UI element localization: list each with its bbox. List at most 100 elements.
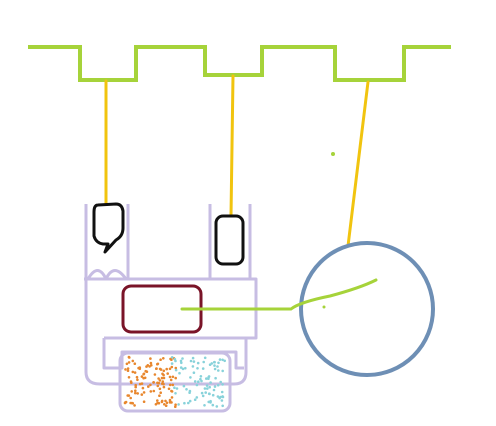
granule [163,403,166,406]
granule [184,366,187,370]
string-middle [229,74,235,218]
granule [142,400,146,404]
granule [162,357,165,360]
granule [160,376,164,380]
granule [147,385,150,388]
granule [127,361,131,364]
granule [218,358,222,361]
granule [188,391,191,395]
granule [129,396,132,400]
granule [167,387,171,391]
granule [168,375,172,379]
granule [189,376,192,379]
granule [191,365,195,368]
rod-speck [322,305,326,309]
granule [165,401,169,405]
granule [216,383,220,387]
granule [136,378,139,382]
rounded-weight-icon [214,214,245,266]
granule [162,369,166,373]
granule [155,367,158,370]
granule [188,399,192,403]
granule [218,396,221,400]
granule [187,401,190,405]
granule [181,357,184,360]
strings [104,74,370,248]
granule [220,399,224,402]
granule [133,404,136,407]
granule [221,383,224,386]
granule [129,401,132,405]
granule [159,358,162,362]
granule [178,371,181,375]
granule [168,401,172,404]
granule [205,377,208,380]
granule [214,376,217,380]
granule [181,367,185,371]
granule [221,395,224,398]
granule [213,385,217,388]
granule [140,393,144,396]
granule [142,391,146,394]
granule [157,381,161,385]
granule [170,356,174,359]
granule [199,375,203,378]
granule [195,383,199,387]
frame-outer-box [84,277,258,386]
granule [209,401,212,404]
granule [131,370,135,374]
granule [170,389,173,393]
stray-dot [331,152,335,156]
granule [173,386,176,390]
granule [126,367,130,370]
granule [162,385,166,389]
granule [196,367,199,370]
granule [152,389,156,393]
granule [164,404,168,408]
granule [169,357,172,361]
granule [203,356,207,360]
granule [165,367,168,371]
granule [158,367,162,371]
granule [126,369,130,373]
tray-outline [118,351,232,413]
bell-weight-icon [92,202,125,254]
granule [219,380,222,384]
granule [128,356,131,359]
granule [211,393,215,397]
granule [134,383,137,387]
granule [203,404,206,407]
granule [162,376,166,380]
granule [197,380,200,384]
granule [149,361,153,365]
granule [162,373,165,377]
granule [133,362,137,366]
granule [205,384,209,387]
granule [156,399,159,402]
granule [170,362,174,365]
granule [127,394,131,397]
granule [169,378,173,382]
granule [212,388,216,392]
granule [153,373,157,376]
granule [221,358,224,362]
granules-warm [123,355,178,409]
granule [149,357,152,360]
granule [213,364,216,367]
granule [213,360,216,364]
granule [211,403,215,407]
granule [136,392,139,395]
granule [138,382,142,386]
granule [196,361,200,365]
granule [124,368,127,371]
granule [215,405,219,408]
granule [142,372,145,376]
granule [193,380,197,383]
granule [174,405,177,409]
granule [161,380,165,383]
granule [164,399,167,403]
granule [193,398,197,402]
granule [144,369,147,373]
granule [216,395,220,398]
granule [174,376,177,380]
